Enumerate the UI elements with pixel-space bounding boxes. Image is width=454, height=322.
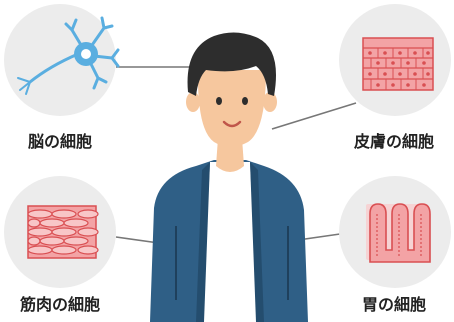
right-ear [263,92,277,112]
skin-tissue-icon [362,37,434,91]
skin-cell-circle [339,4,451,116]
face [197,70,266,147]
skin-connector [271,102,357,130]
right-eye [242,97,248,105]
jacket-lapel-right [250,162,264,322]
muscle-cell-circle [4,176,116,288]
muscle-tissue-icon [27,205,99,259]
stomach-tissue-icon [366,203,431,263]
jacket-lapel-left [196,162,210,322]
left-eye [216,97,222,105]
brain-cell-label: 脳の細胞 [27,132,92,151]
hair [187,32,276,96]
stomach-cell-circle [339,176,451,288]
stomach-cell-label: 胃の細胞 [361,295,426,314]
skin-cell-label: 皮膚の細胞 [353,132,434,151]
muscle-cell-label: 筋肉の細胞 [19,295,100,314]
smile [222,120,242,128]
person-illustration [150,32,308,322]
brain-cell-circle [4,4,120,116]
left-ear [186,92,200,112]
shirt [202,162,258,322]
neck [216,138,244,172]
neuron-nucleus [81,49,91,59]
